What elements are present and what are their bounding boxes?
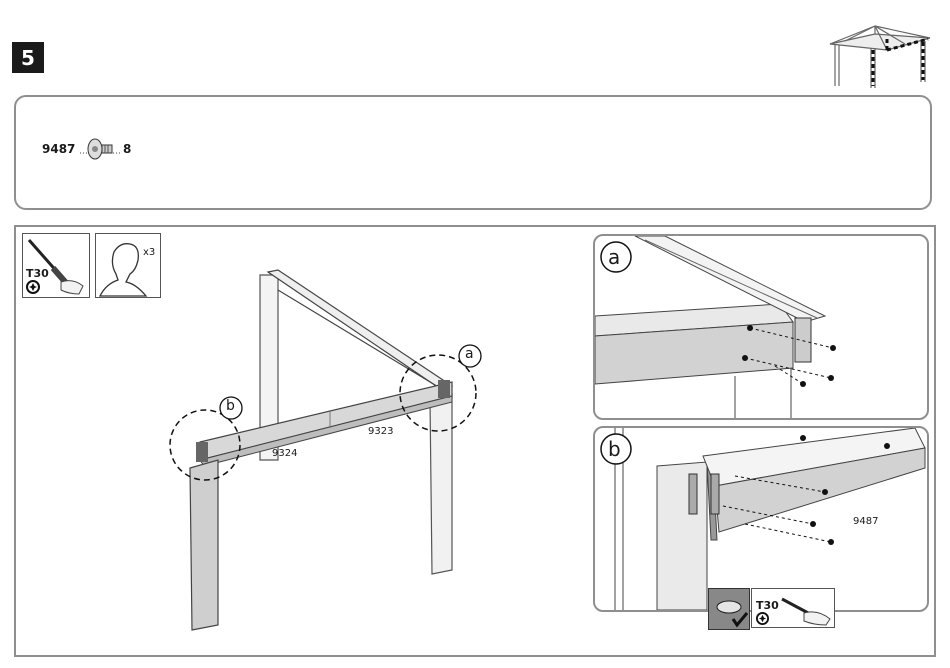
beam-9323-label: 9323 xyxy=(368,426,393,437)
three-persons-box: x3 xyxy=(95,233,161,298)
torx-bit-icon xyxy=(26,280,40,294)
detail-b-t30-driver-box: T30 xyxy=(751,588,835,628)
detail-b-driver-size: T30 xyxy=(756,599,779,612)
detail-b-part-code: 9487 xyxy=(853,516,878,527)
screw-9487-icon xyxy=(80,135,120,165)
callout-b-label: b xyxy=(226,398,235,414)
detail-b-label: b xyxy=(608,437,621,461)
detail-a-label: a xyxy=(608,245,620,269)
gazebo-overview-thumbnail xyxy=(825,22,935,90)
detail-b-panel: b 9487 xyxy=(593,426,929,612)
persons-count-label: x3 xyxy=(143,247,155,258)
t30-driver-tool-box: T30 xyxy=(22,233,90,298)
frame-assembly-diagram: a b 9324 9323 xyxy=(160,260,500,640)
part-quantity-label: 8 xyxy=(123,142,131,156)
driver-size-label: T30 xyxy=(26,267,49,280)
hand-tighten-check-icon xyxy=(708,588,750,630)
beam-9324-label: 9324 xyxy=(272,448,297,459)
step-number-badge: 5 xyxy=(12,42,44,73)
detail-b-torx-icon xyxy=(756,612,769,625)
part-code-label: 9487 xyxy=(42,142,75,156)
person-head-icon xyxy=(116,244,117,245)
callout-a-label: a xyxy=(465,346,474,362)
parts-list-panel xyxy=(14,95,932,210)
detail-a-panel: a xyxy=(593,234,929,420)
